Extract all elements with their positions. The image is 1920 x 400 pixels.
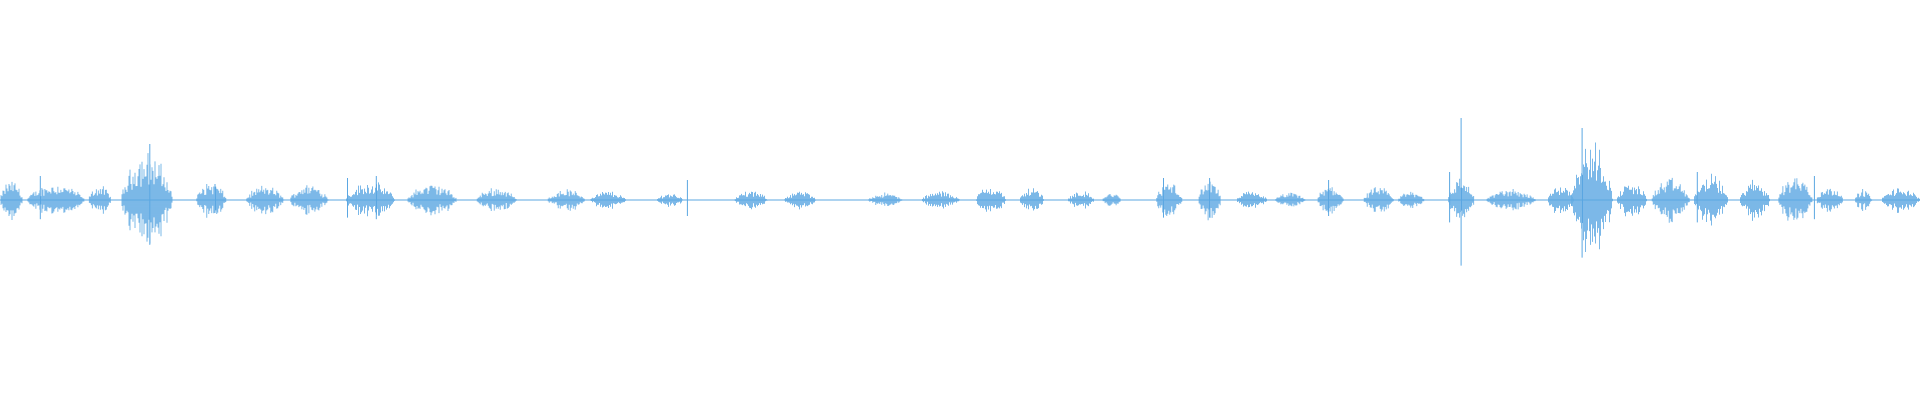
waveform-strokes bbox=[0, 118, 1920, 266]
waveform-body bbox=[0, 142, 1920, 252]
